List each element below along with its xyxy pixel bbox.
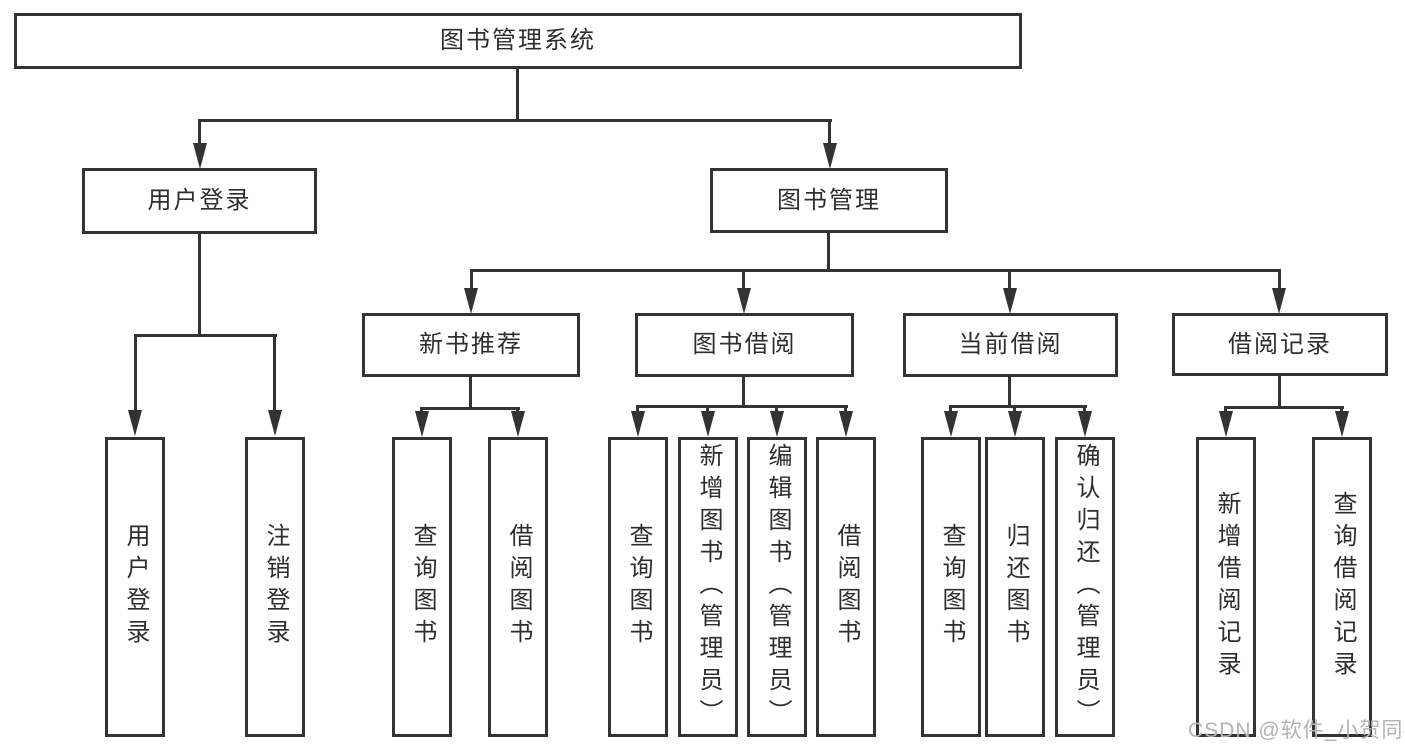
- arrowhead-down-icon: [464, 288, 478, 314]
- connector-line: [198, 119, 201, 146]
- leaf-label: 查询借阅记录: [1329, 491, 1356, 683]
- leaf-label: 用户登录: [122, 523, 149, 651]
- arrowhead-down-icon: [1003, 288, 1017, 314]
- connector-line: [1225, 406, 1344, 409]
- leaf-user-login: 用户登录: [105, 437, 165, 737]
- connector-line: [1083, 405, 1086, 413]
- arrowhead-down-icon: [737, 288, 751, 314]
- node-book-borrowing: 图书借阅: [635, 313, 854, 377]
- node-borrowing-records: 借阅记录: [1172, 313, 1388, 376]
- leaf-return-books: 归还图书: [985, 437, 1045, 737]
- connector-line: [844, 405, 847, 413]
- connector-line: [134, 334, 277, 337]
- leaf-query-books-current: 查询图书: [921, 437, 981, 737]
- leaf-borrow-books-recommend: 借阅图书: [488, 437, 548, 737]
- arrowhead-down-icon: [823, 143, 837, 169]
- arrowhead-down-icon: [944, 411, 958, 437]
- connector-line: [1278, 269, 1281, 290]
- node-label: 用户登录: [147, 187, 252, 214]
- connector-line: [470, 269, 473, 290]
- leaf-label: 注销登录: [262, 523, 289, 651]
- leaf-label: 借阅图书: [833, 523, 860, 651]
- connector-line: [1008, 374, 1011, 408]
- connector-line: [828, 119, 831, 146]
- node-current-borrowing: 当前借阅: [903, 313, 1118, 377]
- connector-line: [1224, 406, 1227, 413]
- connector-line: [949, 405, 952, 413]
- leaf-add-borrow-record: 新增借阅记录: [1196, 437, 1256, 737]
- leaf-edit-books-admin: 编辑图书（管理员）: [747, 437, 807, 737]
- arrowhead-down-icon: [1335, 411, 1349, 437]
- node-library-management-system: 图书管理系统: [14, 13, 1022, 69]
- connector-line: [516, 69, 519, 122]
- arrowhead-down-icon: [701, 411, 715, 437]
- arrowhead-down-icon: [1219, 411, 1233, 437]
- arrowhead-down-icon: [631, 411, 645, 437]
- node-user-login: 用户登录: [82, 168, 317, 234]
- arrowhead-down-icon: [1272, 288, 1286, 314]
- connector-line: [134, 334, 137, 412]
- connector-line: [273, 334, 276, 412]
- connector-line: [516, 407, 519, 414]
- leaf-add-books-admin: 新增图书（管理员）: [678, 437, 738, 737]
- connector-line: [742, 269, 745, 290]
- leaf-label: 归还图书: [1002, 523, 1029, 651]
- leaf-label: 查询图书: [409, 523, 436, 651]
- leaf-query-borrow-record: 查询借阅记录: [1312, 437, 1372, 737]
- node-label: 新书推荐: [419, 331, 523, 358]
- node-label: 图书管理: [777, 186, 881, 214]
- arrowhead-down-icon: [511, 411, 525, 437]
- node-label: 图书借阅: [692, 331, 797, 358]
- connector-line: [742, 374, 745, 408]
- connector-line: [637, 405, 848, 408]
- connector-line: [827, 231, 830, 272]
- connector-line: [950, 405, 1087, 408]
- leaf-logout: 注销登录: [245, 437, 305, 737]
- connector-line: [775, 405, 778, 413]
- leaf-label: 查询图书: [938, 523, 965, 651]
- connector-line: [706, 405, 709, 413]
- leaf-label: 新增借阅记录: [1213, 491, 1240, 683]
- node-book-management: 图书管理: [710, 168, 948, 233]
- node-label: 借阅记录: [1228, 330, 1332, 358]
- connector-line: [1278, 373, 1281, 409]
- connector-line: [198, 231, 201, 337]
- connector-line: [469, 374, 472, 410]
- arrowhead-down-icon: [1008, 411, 1022, 437]
- arrowhead-down-icon: [770, 411, 784, 437]
- csdn-watermark: CSDN @软件_小贺同学: [1188, 719, 1405, 742]
- leaf-label: 查询图书: [625, 523, 652, 651]
- node-label: 当前借阅: [958, 331, 1063, 358]
- leaf-confirm-return-admin: 确认归还（管理员）: [1055, 437, 1115, 737]
- connector-line: [1013, 405, 1016, 413]
- arrowhead-down-icon: [1078, 411, 1092, 437]
- leaf-query-books-recommend: 查询图书: [392, 437, 452, 737]
- connector-line: [470, 269, 1281, 272]
- leaf-label: 新增图书（管理员）: [695, 443, 722, 731]
- leaf-label: 确认归还（管理员）: [1072, 443, 1099, 731]
- connector-line: [1008, 269, 1011, 290]
- arrowhead-down-icon: [839, 411, 853, 437]
- connector-line: [636, 405, 639, 413]
- connector-line: [198, 119, 832, 122]
- connector-line: [1340, 406, 1343, 413]
- connector-line: [421, 407, 520, 410]
- arrowhead-down-icon: [128, 410, 142, 436]
- leaf-label: 借阅图书: [505, 523, 532, 651]
- leaf-label: 编辑图书（管理员）: [764, 443, 791, 731]
- leaf-borrow-books: 借阅图书: [816, 437, 876, 737]
- connector-line: [420, 407, 423, 414]
- node-new-book-recommendation: 新书推荐: [362, 313, 580, 377]
- node-label: 图书管理系统: [440, 27, 596, 54]
- arrowhead-down-icon: [193, 143, 207, 169]
- arrowhead-down-icon: [415, 411, 429, 437]
- arrowhead-down-icon: [268, 410, 282, 436]
- leaf-query-books-borrow: 查询图书: [608, 437, 668, 737]
